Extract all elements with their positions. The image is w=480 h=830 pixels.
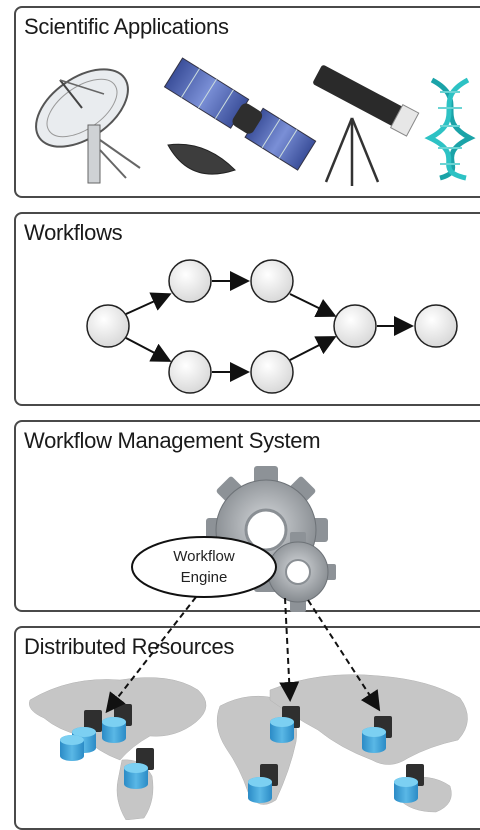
dna-icon bbox=[424, 77, 476, 181]
workflow-node bbox=[168, 259, 212, 303]
workflow-engine: Workflow Engine bbox=[131, 536, 277, 598]
engine-label-line1: Workflow bbox=[173, 548, 235, 565]
satellite-icon bbox=[163, 57, 317, 175]
database-server-icon bbox=[362, 716, 392, 753]
workflow-node bbox=[168, 350, 212, 394]
workflow-edges bbox=[125, 271, 414, 382]
workflow-node bbox=[86, 304, 130, 348]
workflow-nodes bbox=[86, 259, 458, 394]
workflow-node bbox=[250, 259, 294, 303]
panel-title-wms: Workflow Management System bbox=[24, 428, 321, 453]
telescope-icon bbox=[313, 65, 420, 186]
database-server-icon bbox=[124, 748, 154, 789]
gear-small-icon bbox=[262, 532, 336, 612]
panel-title-applications: Scientific Applications bbox=[24, 14, 229, 39]
database-server-icon bbox=[60, 735, 84, 761]
engine-label-line2: Engine bbox=[181, 569, 228, 586]
panel-title-resources: Distributed Resources bbox=[24, 634, 235, 659]
database-server-icon bbox=[394, 764, 424, 803]
dispatch-arrows bbox=[105, 596, 381, 714]
workflow-node bbox=[414, 304, 458, 348]
workflow-node bbox=[250, 350, 294, 394]
database-server-icon bbox=[248, 764, 278, 803]
database-server-icon bbox=[270, 706, 300, 743]
satellite-dish-icon bbox=[35, 68, 141, 184]
workflow-node bbox=[333, 304, 377, 348]
panel-title-workflows: Workflows bbox=[24, 220, 123, 245]
